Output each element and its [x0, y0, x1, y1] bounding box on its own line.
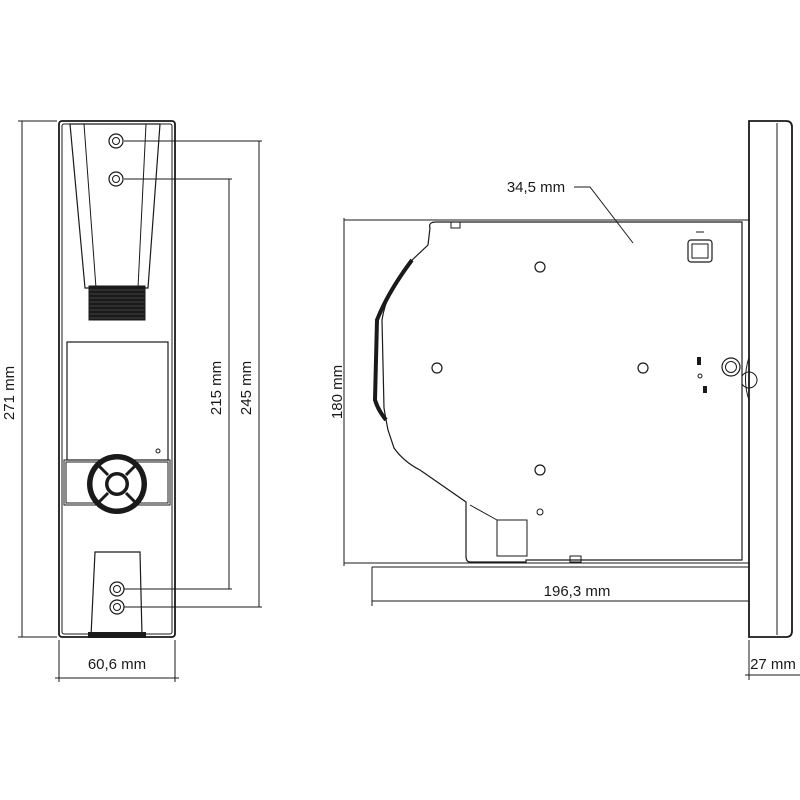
upper-cover [69, 123, 161, 289]
total-spacing-label: 245 mm [238, 361, 255, 415]
front-width-label: 60,6 mm [88, 656, 146, 673]
display-screen [66, 341, 169, 461]
length-label: 196,3 mm [544, 583, 611, 600]
plate-hole-small [536, 508, 544, 516]
hole-spacing-label: 215 mm [208, 361, 225, 415]
second-mounting-hole [108, 171, 124, 187]
plate-hole-bottom [534, 464, 546, 476]
retaining-clip [687, 231, 713, 263]
cover-depth-label: 27 mm [750, 656, 796, 673]
front-height-label: 271 mm [1, 366, 18, 420]
upper-cover-edge-left [83, 123, 97, 289]
front-view [58, 120, 176, 638]
side-dimensions: 180 mm 196,3 mm 34,5 mm 27 mm [329, 179, 800, 680]
lower-mounting-hole [109, 581, 125, 597]
status-led [155, 448, 161, 454]
side-view [343, 120, 793, 638]
plate-hole-left [431, 362, 443, 374]
upper-cover-edge-right [137, 123, 147, 289]
small-pin [697, 373, 703, 379]
slot-lower [703, 386, 707, 393]
top-tab [450, 221, 461, 229]
lower-bracket [496, 519, 528, 557]
side-height-label: 180 mm [329, 365, 346, 419]
plate-hole-top [534, 261, 546, 273]
connector-base [88, 632, 146, 638]
plate-boss [721, 357, 741, 377]
front-dimensions: 271 mm 245 mm 215 mm 60,6 mm [1, 120, 262, 682]
mounting-plate [381, 221, 743, 563]
bottom-mounting-hole [109, 599, 125, 615]
plate-curved-edge [372, 258, 414, 422]
side-body-outline [344, 219, 750, 564]
navigation-dial [87, 454, 147, 514]
depth-leader-line [574, 186, 634, 244]
upper-mounting-hole [108, 133, 124, 149]
plate-hole-right [637, 362, 649, 374]
side-front-cover [748, 120, 793, 638]
depth-label: 34,5 mm [507, 179, 565, 196]
bottom-tab [569, 555, 582, 563]
vent-grille [88, 285, 146, 321]
slot-upper [697, 357, 701, 365]
